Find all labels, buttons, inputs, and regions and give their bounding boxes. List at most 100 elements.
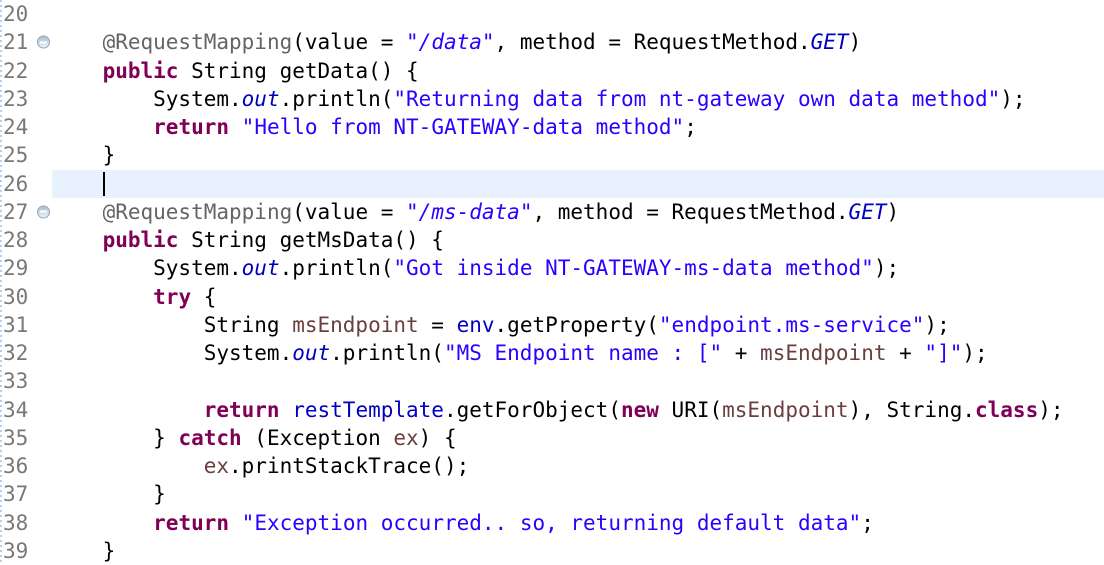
code-token: ); xyxy=(1038,397,1064,422)
code-line[interactable]: 35 } catch (Exception ex) { xyxy=(0,424,1104,452)
line-number: 23 xyxy=(3,86,29,111)
code-text: return restTemplate.getForObject(new URI… xyxy=(52,396,1104,424)
code-token: ) { xyxy=(418,425,457,450)
code-token: "]" xyxy=(924,341,963,365)
code-token: ex xyxy=(203,454,230,478)
code-token xyxy=(52,172,103,196)
code-line[interactable]: 29 System.out.println("Got inside NT-GAT… xyxy=(0,254,1104,282)
line-number: 37 xyxy=(3,482,29,507)
code-token: GET xyxy=(810,30,849,55)
code-line[interactable]: 32 System.out.println("MS Endpoint name … xyxy=(0,339,1104,367)
code-token: restTemplate xyxy=(292,397,444,422)
code-token: "/data" xyxy=(406,30,495,55)
fold-collapse-icon[interactable] xyxy=(37,35,50,49)
line-gutter: 32 xyxy=(0,339,52,367)
code-token: ); xyxy=(873,256,900,281)
line-number: 34 xyxy=(3,397,29,422)
code-token: return xyxy=(153,510,230,535)
code-token: class xyxy=(975,397,1039,422)
code-token: out xyxy=(241,86,280,111)
code-line[interactable]: 24 return "Hello from NT-GATEWAY-data me… xyxy=(0,113,1104,141)
line-number: 21 xyxy=(3,30,29,55)
code-line[interactable]: 27 @RequestMapping(value = "/ms-data", m… xyxy=(0,198,1104,226)
code-token: String getMsData() { xyxy=(178,228,444,252)
line-gutter: 22 xyxy=(0,57,52,85)
code-token xyxy=(229,115,242,139)
code-token xyxy=(280,398,293,422)
line-number: 22 xyxy=(3,58,29,83)
code-token: , method = RequestMethod. xyxy=(494,30,811,55)
code-text: try { xyxy=(52,283,1104,311)
code-token: String xyxy=(52,312,293,337)
code-line[interactable]: 30 try { xyxy=(0,283,1104,311)
line-gutter: 20 xyxy=(0,0,52,28)
code-line[interactable]: 39 } xyxy=(0,537,1104,565)
code-token: "/ms-data" xyxy=(406,199,533,224)
code-text: System.out.println("Got inside NT-GATEWA… xyxy=(52,254,1104,282)
line-gutter: 23 xyxy=(0,85,52,113)
code-token: ); xyxy=(1000,86,1026,111)
code-token: String getData() { xyxy=(178,58,419,83)
code-token xyxy=(52,398,204,422)
code-line[interactable]: 38 return "Exception occurred.. so, retu… xyxy=(0,509,1104,537)
code-token: } xyxy=(52,143,116,168)
line-number: 38 xyxy=(3,510,29,535)
code-line[interactable]: 21 @RequestMapping(value = "/data", meth… xyxy=(0,28,1104,56)
code-text: } xyxy=(52,480,1104,508)
code-text: String msEndpoint = env.getProperty("end… xyxy=(52,311,1104,339)
code-text: public String getMsData() { xyxy=(52,226,1104,254)
code-token: try xyxy=(153,284,192,309)
code-token: (value = xyxy=(292,199,407,224)
code-token: @RequestMapping xyxy=(102,199,293,224)
code-line[interactable]: 36 ex.printStackTrace(); xyxy=(0,452,1104,480)
line-number: 27 xyxy=(3,199,29,224)
code-line[interactable]: 20 xyxy=(0,0,1104,28)
code-line[interactable]: 28 public String getMsData() { xyxy=(0,226,1104,254)
code-token: ); xyxy=(962,341,988,365)
code-line[interactable]: 31 String msEndpoint = env.getProperty("… xyxy=(0,311,1104,339)
code-token: } xyxy=(52,482,166,507)
line-gutter: 39 xyxy=(0,537,52,565)
fold-collapse-icon[interactable] xyxy=(37,205,50,219)
code-token: .println( xyxy=(279,256,394,281)
line-gutter: 24 xyxy=(0,113,52,141)
line-gutter: 27 xyxy=(0,198,52,226)
code-token: catch xyxy=(178,425,242,450)
line-number: 36 xyxy=(3,454,29,478)
code-text: return "Hello from NT-GATEWAY-data metho… xyxy=(52,113,1104,141)
code-token xyxy=(52,59,103,83)
code-line[interactable]: 37 } xyxy=(0,480,1104,508)
code-line[interactable]: 25 } xyxy=(0,141,1104,169)
code-token: System. xyxy=(52,341,293,365)
code-text xyxy=(52,0,1104,28)
code-token: .getProperty( xyxy=(494,312,659,337)
code-token: + xyxy=(886,341,925,365)
code-token: .printStackTrace(); xyxy=(229,454,470,478)
line-number: 28 xyxy=(3,228,29,252)
code-line[interactable]: 22 public String getData() { xyxy=(0,57,1104,85)
code-line[interactable]: 33 xyxy=(0,367,1104,395)
code-token: out xyxy=(241,256,280,281)
code-text: System.out.println("MS Endpoint name : [… xyxy=(52,339,1104,367)
code-line[interactable]: 23 System.out.println("Returning data fr… xyxy=(0,85,1104,113)
line-gutter: 33 xyxy=(0,367,52,395)
line-gutter: 29 xyxy=(0,254,52,282)
annotation-marker-bar xyxy=(0,0,2,565)
code-token: "Exception occurred.. so, returning defa… xyxy=(241,510,862,535)
code-token: "Returning data from nt-gateway own data… xyxy=(393,86,1001,111)
code-token: return xyxy=(153,115,230,139)
code-text: System.out.println("Returning data from … xyxy=(52,85,1104,113)
code-text: } xyxy=(52,537,1104,565)
code-text xyxy=(52,169,1104,198)
code-token: msEndpoint xyxy=(760,341,887,365)
code-line[interactable]: 26 xyxy=(0,169,1104,198)
code-token: ; xyxy=(684,115,697,139)
code-text xyxy=(52,367,1104,395)
code-token: "Hello from NT-GATEWAY-data method" xyxy=(241,115,685,139)
code-line[interactable]: 34 return restTemplate.getForObject(new … xyxy=(0,396,1104,424)
code-token: new xyxy=(620,397,659,422)
line-gutter: 35 xyxy=(0,424,52,452)
code-text: public String getData() { xyxy=(52,57,1104,85)
